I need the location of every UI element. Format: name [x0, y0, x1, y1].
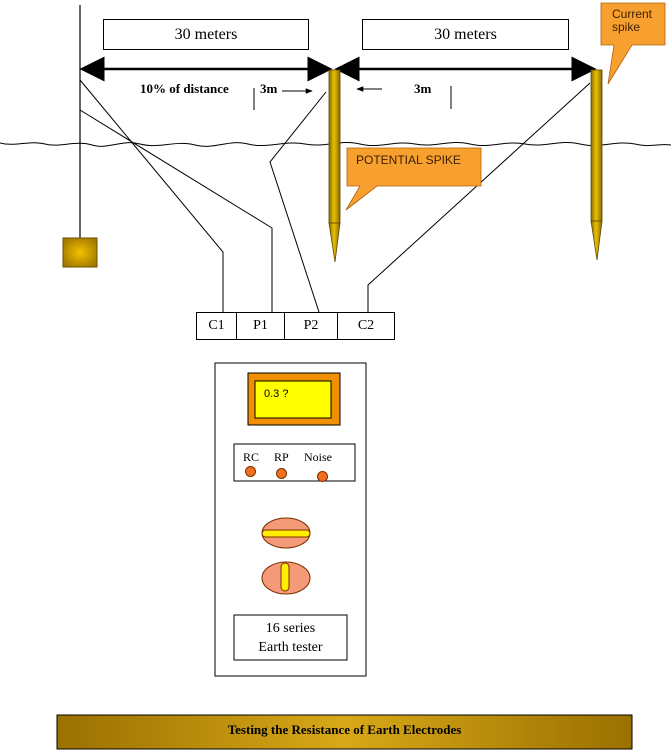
current-spike-callout-shape: [600, 2, 666, 85]
terminal-c1[interactable]: C1: [197, 313, 237, 339]
distance-label-right-text: 30 meters: [434, 25, 497, 43]
mode-label-rp: RP: [274, 450, 289, 464]
model-label: 16 series Earth tester: [235, 619, 346, 657]
wire-c2: [367, 82, 591, 312]
terminal-strip: C1 P1 P2 C2: [196, 312, 395, 340]
model-label-line1: 16 series: [265, 621, 316, 636]
terminal-p1-label: P1: [253, 318, 268, 333]
wire-p2: [269, 91, 327, 313]
current-spike-callout-text: Current spike: [612, 7, 653, 34]
mode-label-rc: RC: [243, 450, 260, 464]
distance-label-left-text: 30 meters: [174, 25, 238, 43]
current-spike-tip: [590, 220, 603, 261]
distance-label-right: 30 meters: [362, 19, 569, 50]
mode-label-noise: Noise: [304, 450, 332, 464]
display-value: 0.3 ?: [264, 388, 289, 400]
potential-spike-tip: [328, 222, 341, 263]
left-offset-label: 3m: [260, 81, 278, 96]
lamp-rp: [276, 468, 287, 479]
potential-spike-callout: POTENTIAL SPIKE: [356, 154, 466, 167]
terminal-c2[interactable]: C2: [338, 313, 394, 339]
lamp-rc: [245, 466, 256, 477]
potential-spike-callout-text: POTENTIAL SPIKE: [356, 153, 461, 167]
wire-c1: [79, 79, 224, 312]
potential-spike-rod: [328, 69, 341, 224]
terminal-p2[interactable]: P2: [285, 313, 338, 339]
footer-bar: [56, 714, 633, 750]
range-knob[interactable]: [261, 517, 311, 549]
potential-spike-callout-shape: [345, 147, 482, 211]
current-spike-rod: [590, 69, 603, 222]
model-label-line2: Earth tester: [258, 640, 323, 655]
model-label-box: [233, 614, 348, 661]
right-offset-label: 3m: [414, 81, 432, 96]
wire-p1: [79, 109, 273, 312]
display-screen: [254, 380, 332, 419]
terminal-c1-label: C1: [208, 318, 225, 333]
lamp-noise: [317, 471, 328, 482]
terminal-c2-label: C2: [357, 318, 375, 333]
terminal-p2-label: P2: [303, 318, 319, 333]
ten-percent-label: 10% of distance: [140, 81, 229, 96]
current-spike-callout: Current spike: [612, 8, 662, 34]
earth-electrode-plate: [62, 237, 98, 268]
footer-caption: Testing the Resistance of Earth Electrod…: [227, 722, 462, 737]
terminal-p1[interactable]: P1: [237, 313, 285, 339]
selector-knob[interactable]: [261, 561, 311, 595]
distance-label-left: 30 meters: [103, 19, 309, 50]
